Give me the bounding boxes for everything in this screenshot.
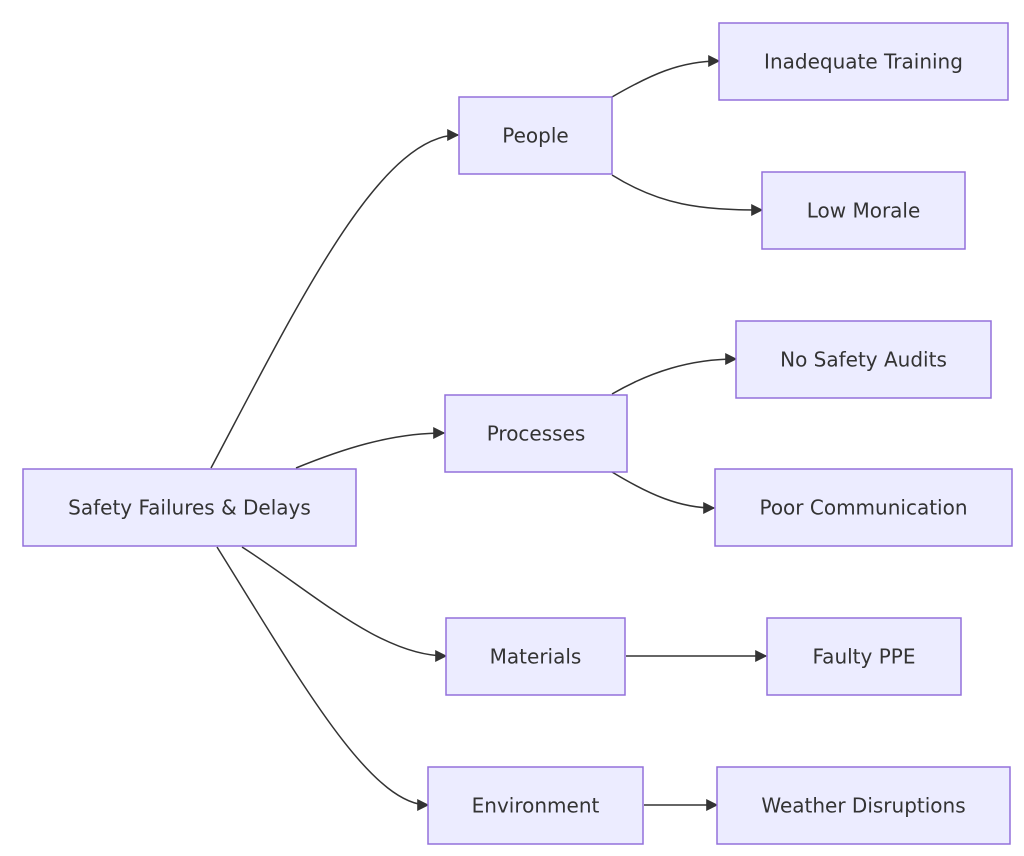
cause-label-faulty-ppe: Faulty PPE: [813, 645, 916, 669]
cause-label-no-safety-audits: No Safety Audits: [780, 348, 947, 372]
edges: [210, 55, 768, 811]
cause-label-inadequate-training: Inadequate Training: [764, 50, 963, 74]
cause-node-no-safety-audits: No Safety Audits: [735, 320, 992, 399]
cause-node-inadequate-training: Inadequate Training: [718, 22, 1009, 101]
cause-node-faulty-ppe: Faulty PPE: [766, 617, 962, 696]
edge-root-to-processes: [295, 427, 446, 469]
edge-people-to-low-morale: [611, 174, 764, 216]
cause-node-poor-communication: Poor Communication: [714, 468, 1013, 547]
cause-node-weather-disruptions: Weather Disruptions: [716, 766, 1011, 845]
root-node-label: Safety Failures & Delays: [68, 496, 311, 520]
category-node-processes: Processes: [444, 394, 628, 473]
category-label-people: People: [502, 124, 568, 148]
category-node-people: People: [458, 96, 613, 175]
root-node: Safety Failures & Delays: [22, 468, 357, 547]
category-label-environment: Environment: [472, 794, 600, 818]
category-node-environment: Environment: [427, 766, 644, 845]
edge-processes-to-no-safety-audits: [611, 353, 738, 395]
edge-root-to-people: [210, 129, 460, 469]
cause-node-low-morale: Low Morale: [761, 171, 966, 250]
cause-label-low-morale: Low Morale: [807, 199, 921, 223]
category-label-materials: Materials: [490, 645, 582, 669]
edge-root-to-environment: [216, 546, 430, 811]
cause-label-poor-communication: Poor Communication: [759, 496, 967, 520]
edge-root-to-materials: [241, 546, 448, 662]
category-label-processes: Processes: [487, 422, 586, 446]
edge-processes-to-poor-communication: [611, 471, 716, 514]
edge-people-to-inadequate-training: [611, 55, 721, 98]
cause-label-weather-disruptions: Weather Disruptions: [761, 794, 965, 818]
category-node-materials: Materials: [445, 617, 626, 696]
